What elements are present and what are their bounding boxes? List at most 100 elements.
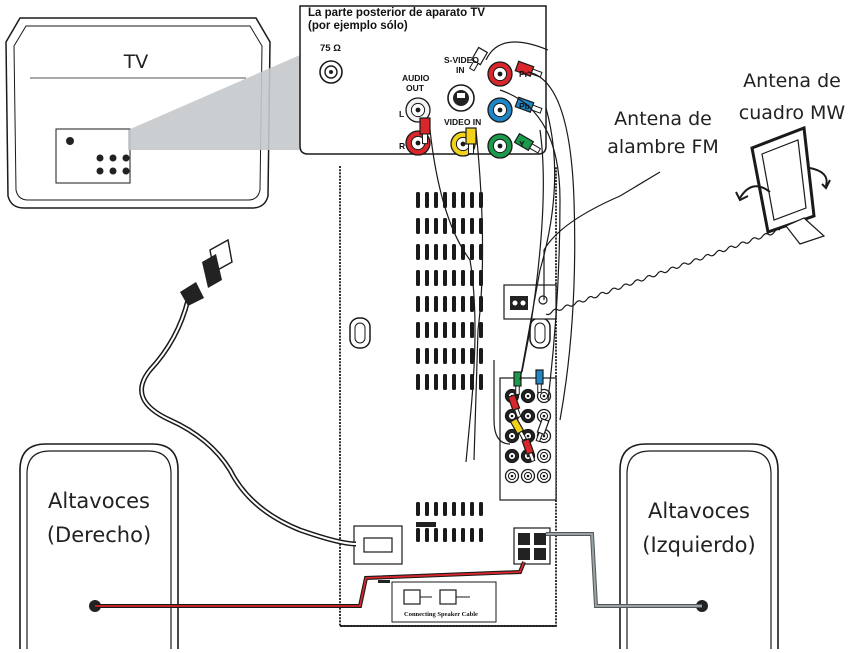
vent-slot bbox=[470, 348, 474, 364]
unit-plug-y bbox=[513, 371, 522, 395]
vent-slot bbox=[452, 322, 456, 338]
vent-slot bbox=[470, 528, 474, 542]
vent-slot bbox=[425, 322, 429, 338]
tv-pr-jack bbox=[487, 61, 513, 87]
mw-antenna-label-line1: Antena de bbox=[743, 70, 841, 92]
unit-av-jack bbox=[504, 448, 520, 464]
fm-antenna-wire bbox=[543, 171, 661, 300]
vent-slot bbox=[452, 502, 456, 516]
tv-pb-jack bbox=[487, 97, 513, 123]
vent-slot bbox=[461, 374, 465, 390]
vent-slot bbox=[479, 374, 483, 390]
unit-plug-audio-l bbox=[535, 418, 550, 443]
vent-slot bbox=[470, 244, 474, 260]
vent-slot bbox=[470, 192, 474, 208]
vent-slot bbox=[416, 348, 420, 364]
audio-out-line1: AUDIO bbox=[402, 73, 430, 83]
vent-slot bbox=[425, 502, 429, 516]
vent-slot bbox=[452, 528, 456, 542]
vent-slot bbox=[452, 270, 456, 286]
jack-y-label: Y bbox=[519, 139, 525, 149]
unit-plug-video bbox=[509, 417, 527, 441]
vent-slot bbox=[479, 528, 483, 542]
vent-slot bbox=[434, 192, 438, 208]
vent-slot bbox=[425, 374, 429, 390]
vent-slot bbox=[461, 192, 465, 208]
vent-slot bbox=[461, 348, 465, 364]
vent-slot bbox=[416, 528, 420, 542]
unit-av-jack bbox=[536, 468, 552, 484]
panel-title-line2: (por ejemplo sólo) bbox=[308, 20, 408, 32]
unit-av-jack bbox=[536, 448, 552, 464]
tv-y-jack bbox=[487, 133, 513, 159]
unit-av-jack bbox=[536, 408, 552, 424]
vent-slot bbox=[443, 528, 447, 542]
vent-slot bbox=[425, 348, 429, 364]
vent-slot bbox=[434, 348, 438, 364]
mw-loop-antenna bbox=[735, 125, 831, 245]
vent-slot bbox=[470, 322, 474, 338]
vent-slot bbox=[443, 296, 447, 312]
svideo-line2: IN bbox=[456, 65, 465, 75]
vent-slot bbox=[443, 218, 447, 234]
fm-antenna-label-line2: alambre FM bbox=[607, 136, 719, 158]
vent-slot bbox=[425, 192, 429, 208]
vent-slot bbox=[452, 374, 456, 390]
tv-audio-l-jack bbox=[405, 97, 431, 123]
tv-panel-magnified bbox=[299, 5, 547, 155]
plug-y bbox=[513, 132, 542, 154]
vent-slot bbox=[425, 528, 429, 542]
video-in-label: VIDEO IN bbox=[444, 117, 482, 127]
vent-slot bbox=[434, 270, 438, 286]
power-cord bbox=[139, 238, 357, 547]
vent-slot bbox=[434, 528, 438, 542]
mount-slot-left bbox=[349, 317, 371, 349]
vent-slot bbox=[479, 502, 483, 516]
vent-slot bbox=[479, 322, 483, 338]
vent-slot bbox=[452, 348, 456, 364]
speaker-left-label-line1: Altavoces bbox=[648, 499, 750, 523]
jack-pr-label: Pr bbox=[519, 69, 528, 79]
mw-antenna-wire bbox=[545, 228, 781, 316]
tv-connector-panel bbox=[55, 128, 131, 184]
plug-audio-r bbox=[419, 117, 431, 145]
tv-back bbox=[5, 17, 271, 209]
vent-slot bbox=[434, 374, 438, 390]
callout-wedge bbox=[128, 55, 300, 150]
vent-slot bbox=[461, 270, 465, 286]
speaker-cable-caption: Connecting Speaker Cable bbox=[404, 611, 478, 618]
fm-antenna-label-line1: Antena de bbox=[614, 108, 712, 130]
vent-slot bbox=[434, 244, 438, 260]
jack-l-label: L bbox=[399, 109, 405, 119]
panel-title-line1: La parte posterior de aparato TV bbox=[308, 7, 486, 19]
vent-slot bbox=[470, 296, 474, 312]
vent-slot bbox=[416, 322, 420, 338]
speaker-right-label-line2: (Derecho) bbox=[46, 523, 152, 547]
vent-slot bbox=[443, 244, 447, 260]
unit-av-jack bbox=[520, 408, 536, 424]
vent-slot bbox=[461, 528, 465, 542]
vent-slot bbox=[434, 502, 438, 516]
av-cables bbox=[429, 41, 576, 463]
vent-slot bbox=[452, 296, 456, 312]
jack-pb-label: Pb bbox=[519, 101, 530, 111]
speaker-right-label-line1: Altavoces bbox=[48, 489, 150, 513]
vent-slot bbox=[479, 348, 483, 364]
tv-label: TV bbox=[123, 51, 149, 73]
vent-slot bbox=[461, 218, 465, 234]
unit-plug-audio-r bbox=[521, 438, 536, 463]
vent-slot bbox=[416, 244, 420, 260]
vent-slot bbox=[443, 322, 447, 338]
vent-slot bbox=[443, 270, 447, 286]
vent-slot bbox=[416, 374, 420, 390]
unit-plug-pb bbox=[535, 369, 544, 393]
unit-av-jack bbox=[504, 468, 520, 484]
vent-slot bbox=[443, 502, 447, 516]
unit-plug-pr bbox=[507, 394, 522, 419]
vent-slot bbox=[425, 244, 429, 260]
vent-slot bbox=[461, 296, 465, 312]
vent-slot bbox=[443, 348, 447, 364]
unit-av-jack bbox=[520, 468, 536, 484]
